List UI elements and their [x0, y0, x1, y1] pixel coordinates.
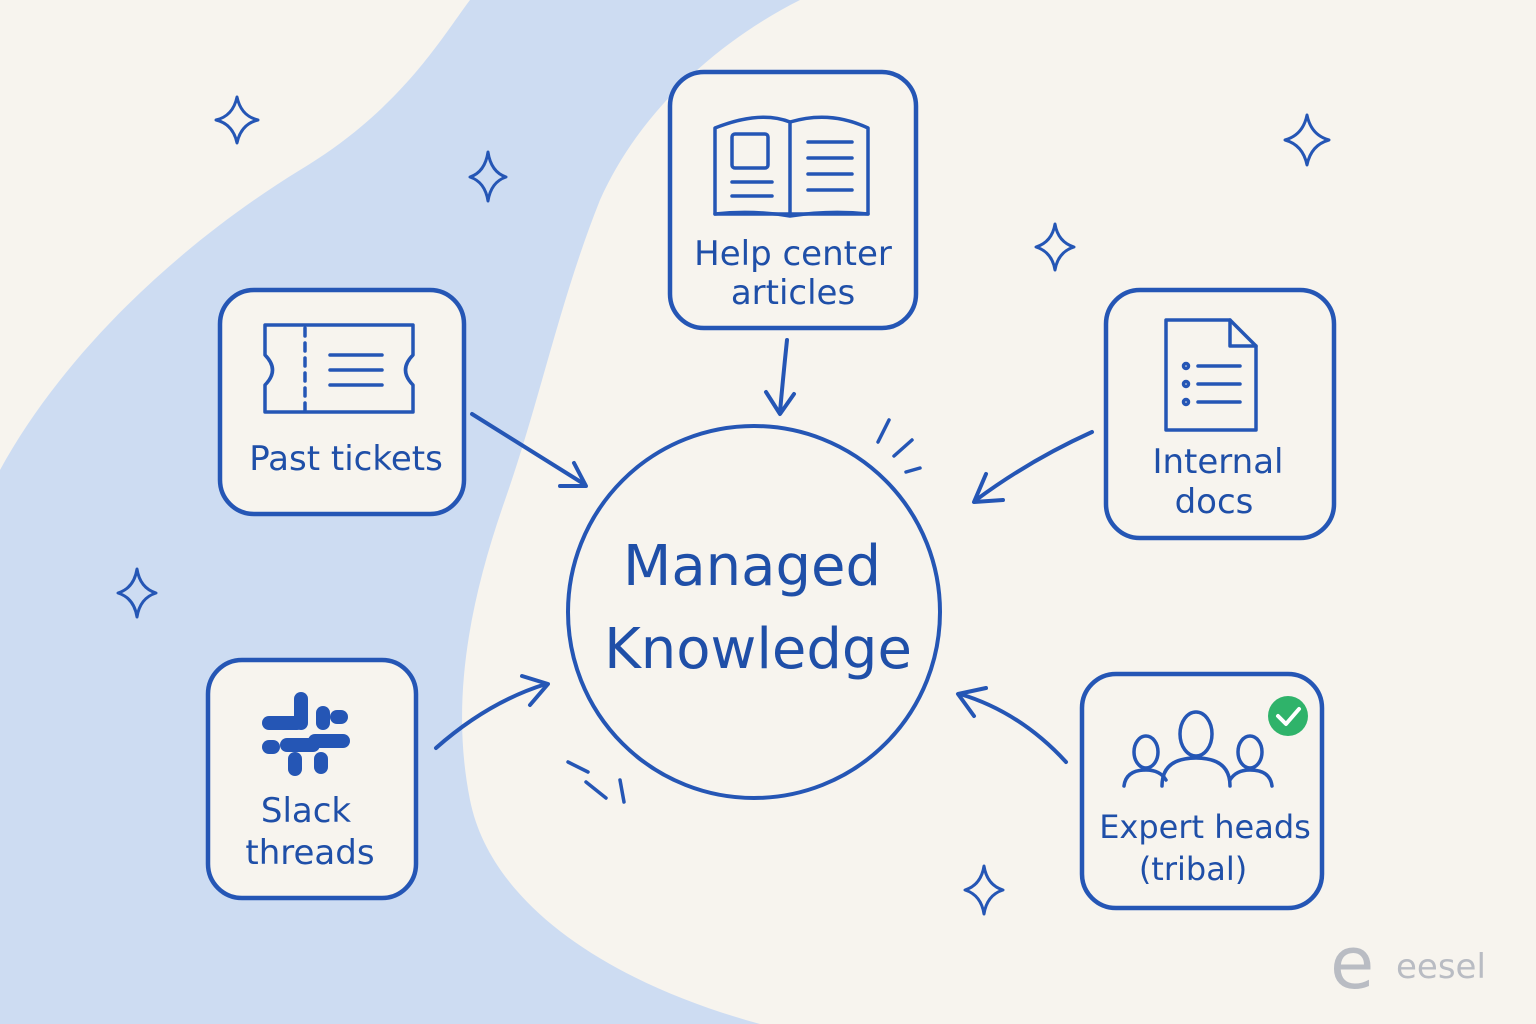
ticket-icon [263, 323, 415, 414]
check-badge-icon [1268, 696, 1308, 736]
arrow-help-center [764, 338, 796, 416]
source-slack-threads: Slack threads [205, 657, 419, 901]
arrow-internal-docs [972, 430, 1094, 504]
emphasis-marks [566, 418, 922, 804]
sparkle-icon [116, 567, 158, 619]
sparkle-icon [1283, 113, 1331, 167]
eesel-logo-text: eesel [1396, 947, 1486, 987]
help-center-label-line2: articles [731, 273, 855, 313]
people-group-icon [1122, 710, 1274, 788]
help-center-label-line1: Help center [694, 234, 892, 274]
eesel-logo: e eesel [1330, 921, 1486, 1005]
open-book-icon [713, 115, 870, 218]
eesel-logo-mark: e [1330, 921, 1374, 1005]
sparkle-icons [116, 95, 1331, 916]
sparkle-icon [214, 95, 260, 145]
slack-threads-label-line2: threads [245, 833, 374, 873]
past-tickets-label: Past tickets [249, 439, 443, 479]
document-icon [1164, 318, 1258, 432]
slack-logo-icon [262, 692, 350, 776]
managed-knowledge-node: Managed Knowledge [566, 424, 942, 800]
source-past-tickets: Past tickets [217, 287, 467, 517]
arrow-expert-heads [956, 686, 1068, 764]
expert-heads-label-line1: Expert heads [1099, 808, 1311, 846]
sparkle-icon [1034, 222, 1076, 272]
expert-heads-label-line2: (tribal) [1139, 850, 1247, 888]
center-title-line2: Knowledge [604, 617, 912, 682]
arrow-slack-threads [434, 674, 550, 750]
sparkle-icon [468, 150, 508, 203]
arrow-past-tickets [470, 412, 588, 488]
source-internal-docs: Internal docs [1103, 287, 1337, 541]
source-help-center: Help center articles [667, 69, 919, 331]
internal-docs-label-line1: Internal [1152, 442, 1283, 482]
source-expert-heads: Expert heads (tribal) [1079, 671, 1325, 911]
slack-threads-label-line1: Slack [261, 791, 352, 831]
sparkle-icon [963, 864, 1005, 916]
center-title-line1: Managed [623, 534, 881, 599]
internal-docs-label-line2: docs [1175, 482, 1254, 522]
